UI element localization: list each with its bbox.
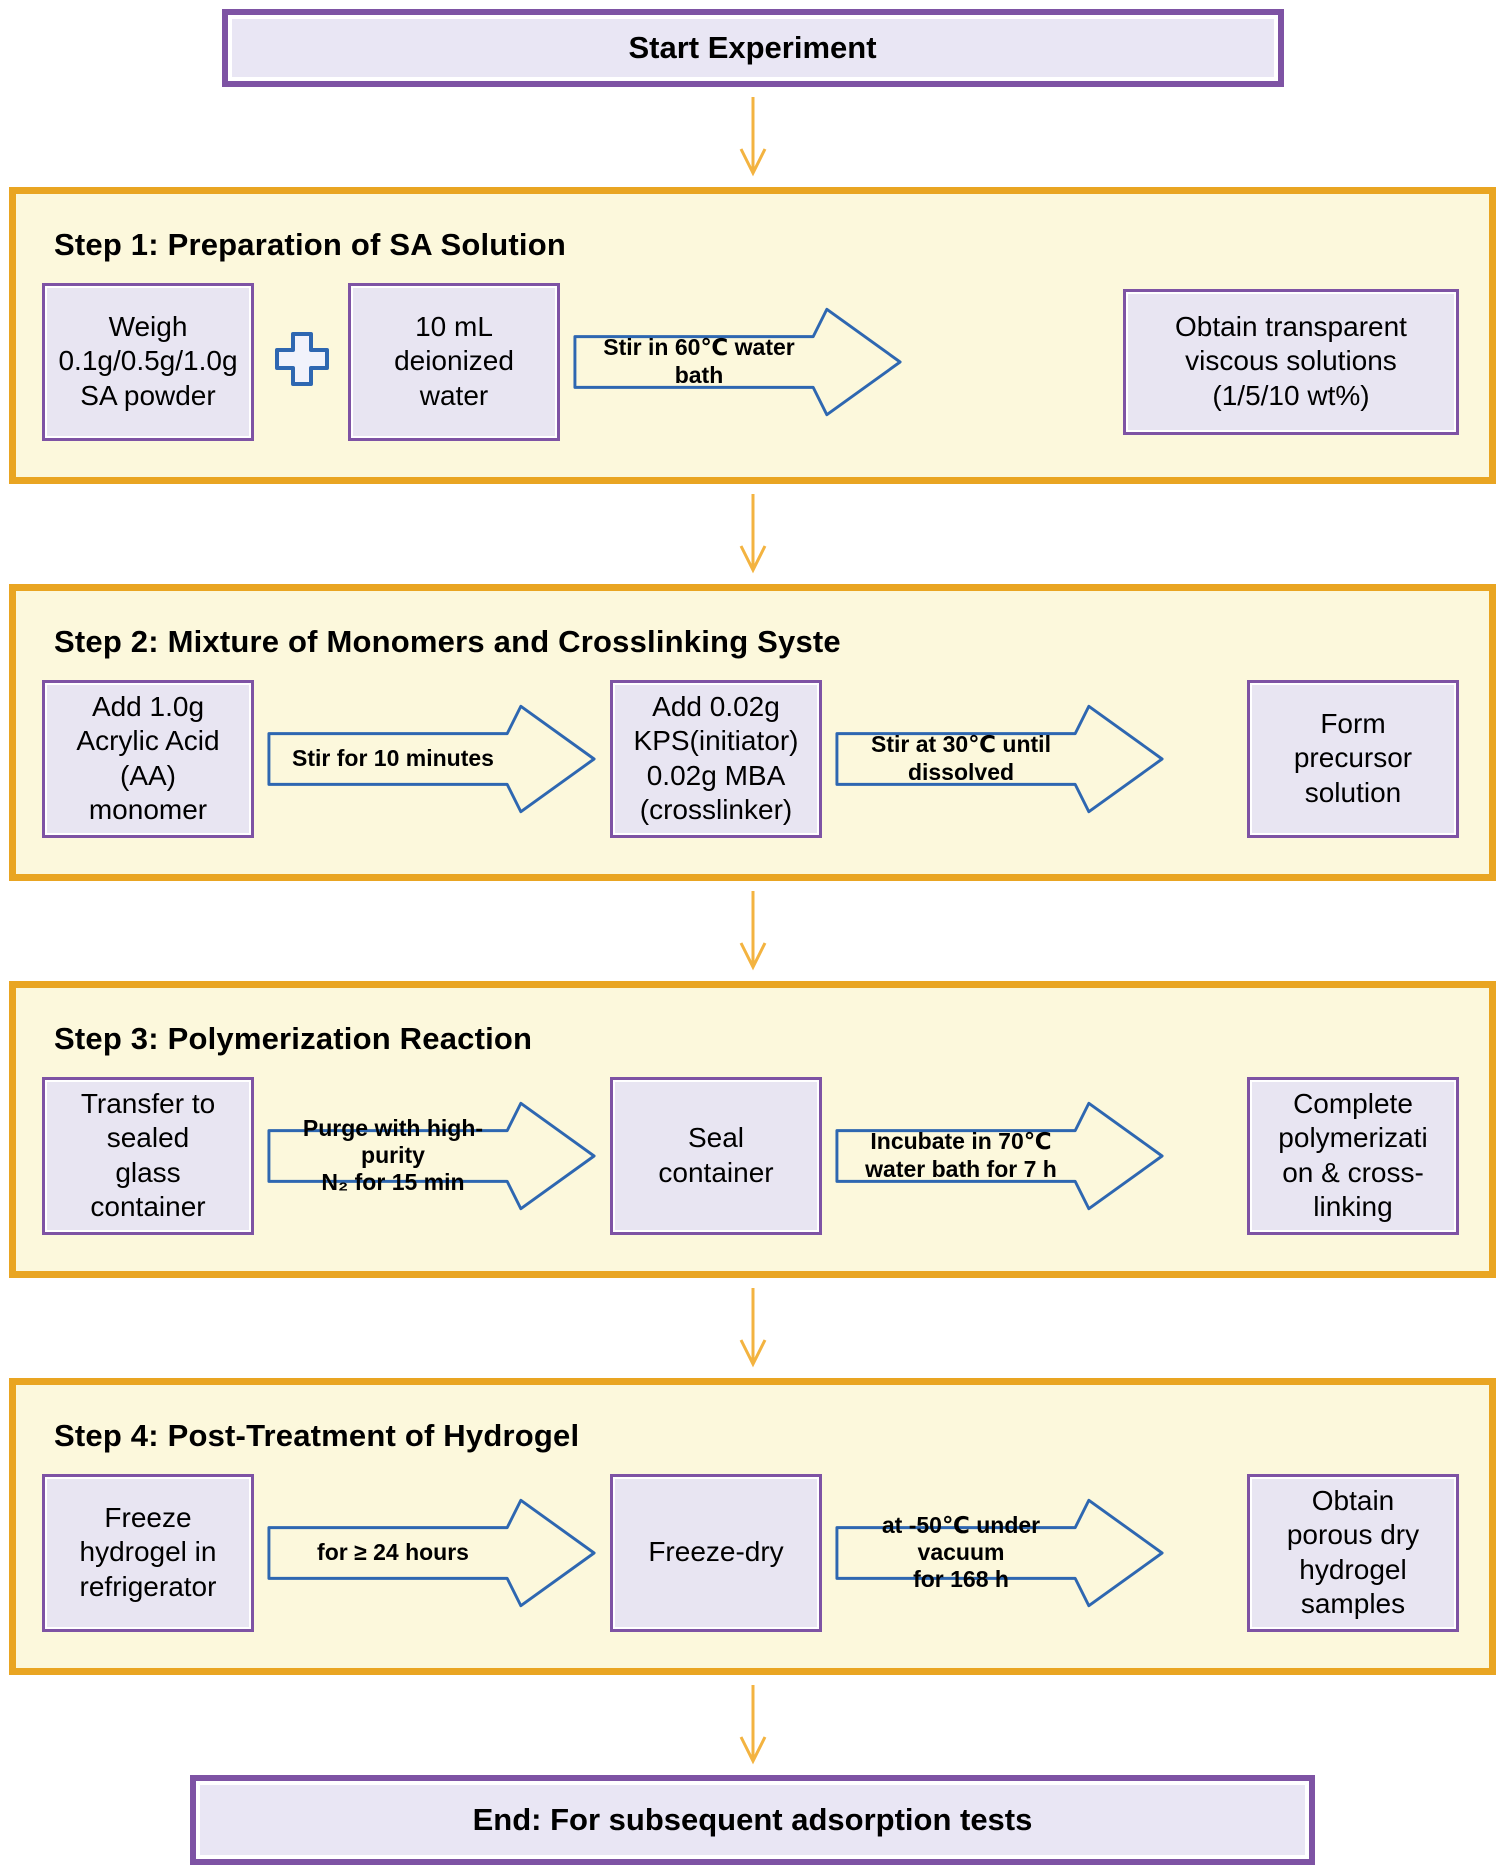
step-title: Step 3: Polymerization Reaction	[54, 1020, 533, 1056]
process-arrow: at -50℃ under vacuum for 168 h	[834, 1487, 1166, 1619]
flow-box: Complete polymerizati on & cross- linkin…	[1247, 1076, 1459, 1235]
flow-connector	[0, 87, 1505, 187]
down-arrow-icon	[739, 1685, 766, 1765]
plus-icon	[272, 329, 332, 394]
flow-box: Transfer to sealed glass container	[42, 1076, 254, 1235]
right-block-arrow-icon	[267, 704, 596, 813]
flow-box: Add 0.02g KPS(initiator) 0.02g MBA (cros…	[610, 679, 822, 838]
process-arrow: for ≥ 24 hours	[266, 1487, 598, 1619]
flow-box: 10 mL deionized water	[348, 282, 560, 441]
flow-box: Obtain transparent viscous solutions (1/…	[1123, 288, 1459, 435]
flow-box: Form precursor solution	[1247, 679, 1459, 838]
process-arrow-label: Incubate in 70℃ water bath for 7 h	[865, 1128, 1057, 1182]
plus-icon	[275, 332, 329, 386]
end-node-label: End: For subsequent adsorption tests	[472, 1802, 1033, 1837]
flow-connector	[0, 881, 1505, 981]
right-block-arrow-icon	[267, 1498, 596, 1607]
start-node: Start Experiment	[221, 9, 1284, 87]
process-arrow-label: Stir for 10 minutes	[292, 744, 494, 771]
flow-connector	[0, 1278, 1505, 1378]
start-node-label: Start Experiment	[628, 30, 877, 65]
process-arrow-label: Purge with high-purity N₂ for 15 min	[302, 1114, 484, 1196]
step-row: Add 1.0g Acrylic Acid (AA) monomer Stir f…	[42, 679, 1463, 838]
flow-box: Seal container	[610, 1076, 822, 1235]
flow-connector	[0, 1675, 1505, 1775]
process-arrow: Purge with high-purity N₂ for 15 min	[266, 1090, 598, 1222]
end-node: End: For subsequent adsorption tests	[190, 1775, 1315, 1865]
right-block-arrow-icon	[573, 307, 902, 416]
step-panel: Step 2: Mixture of Monomers and Crosslin…	[9, 584, 1496, 881]
step-row: Weigh 0.1g/0.5g/1.0g SA powder 10 mL deio…	[42, 282, 1463, 441]
process-arrow: Stir for 10 minutes	[266, 693, 598, 825]
flow-box: Weigh 0.1g/0.5g/1.0g SA powder	[42, 282, 254, 441]
flow-connector	[0, 484, 1505, 584]
flow-box: Add 1.0g Acrylic Acid (AA) monomer	[42, 679, 254, 838]
process-arrow: Stir at 30℃ until dissolved	[834, 693, 1166, 825]
process-arrow: Incubate in 70℃ water bath for 7 h	[834, 1090, 1166, 1222]
step-title: Step 4: Post-Treatment of Hydrogel	[54, 1417, 580, 1453]
right-block-arrow-icon	[835, 1101, 1164, 1210]
step-row: Freeze hydrogel in refrigerator for ≥ 24 …	[42, 1473, 1463, 1632]
process-arrow-label: Stir at 30℃ until dissolved	[871, 731, 1051, 785]
flow-box: Obtain porous dry hydrogel samples	[1247, 1473, 1459, 1632]
step-title: Step 2: Mixture of Monomers and Crosslin…	[54, 623, 841, 659]
right-block-arrow-icon	[835, 704, 1164, 813]
process-arrow: Stir in 60℃ water bath	[572, 296, 904, 428]
down-arrow-icon	[739, 97, 766, 177]
step-row: Transfer to sealed glass container Purge …	[42, 1076, 1463, 1235]
process-arrow-label: at -50℃ under vacuum for 168 h	[881, 1511, 1041, 1593]
step-title: Step 1: Preparation of SA Solution	[54, 226, 567, 262]
down-arrow-icon	[739, 494, 766, 574]
down-arrow-icon	[739, 891, 766, 971]
right-block-arrow-icon	[267, 1101, 596, 1210]
down-arrow-icon	[739, 1288, 766, 1368]
flow-box: Freeze-dry	[610, 1473, 822, 1632]
process-arrow-label: Stir in 60℃ water bath	[603, 334, 795, 388]
right-block-arrow-icon	[835, 1498, 1164, 1607]
process-arrow-label: for ≥ 24 hours	[317, 1538, 469, 1565]
flow-box: Freeze hydrogel in refrigerator	[42, 1473, 254, 1632]
